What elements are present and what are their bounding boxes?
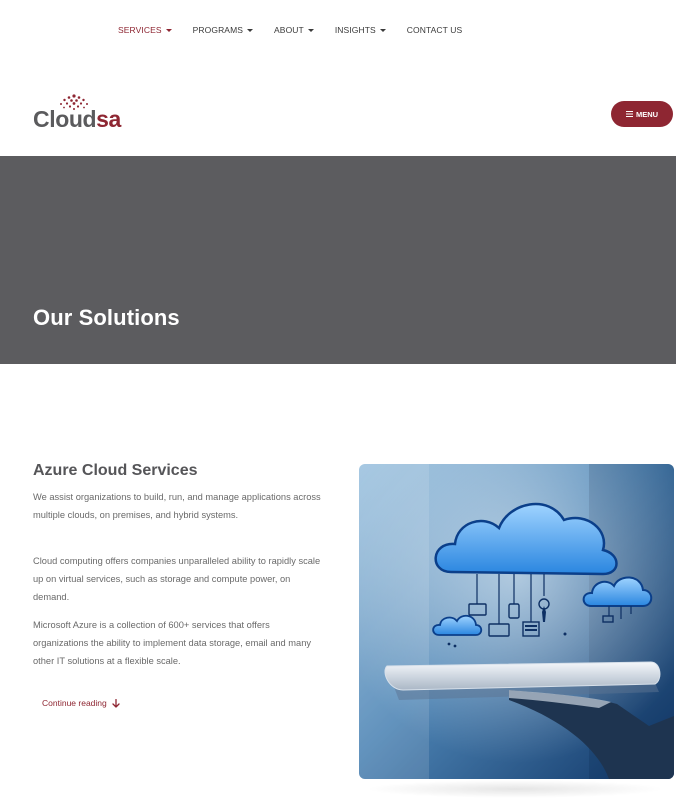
continue-reading-link[interactable]: Continue reading [42,698,120,708]
page-title: Our Solutions [33,305,180,330]
logo-wordmark-part1: Cloud [33,106,97,132]
paragraph-azure: Microsoft Azure is a collection of 600+ … [33,620,312,666]
nav-item-label: SERVICES [118,25,162,35]
nav-item-contact-us[interactable]: CONTACT US [407,25,462,35]
menu-button[interactable]: MENU [611,101,673,127]
nav-item-about[interactable]: ABOUT [274,25,314,35]
caret-down-icon [165,28,172,32]
hero-banner: Our Solutions [0,156,676,364]
caret-down-icon [379,28,386,32]
image-shadow [365,780,665,798]
caret-down-icon [307,28,314,32]
cloud-computing-image [359,464,674,779]
nav-item-insights[interactable]: INSIGHTS [335,25,386,35]
menu-button-label: MENU [635,109,659,119]
top-navigation: SERVICES PROGRAMS ABOUT INSIGHTS CONTACT… [118,22,483,38]
logo-wordmark: Cloudsa [33,108,121,131]
logo-dots-icon [60,94,88,110]
nav-item-services[interactable]: SERVICES [118,25,172,35]
site-logo[interactable]: Cloudsa [33,94,133,134]
section-title: Azure Cloud Services [33,462,198,479]
continue-reading-label: Continue reading [42,698,107,708]
nav-item-label: CONTACT US [406,25,463,35]
logo-wordmark-part2: sa [96,106,121,132]
nav-item-label: INSIGHTS [334,25,376,35]
arrow-down-icon [112,698,120,708]
hamburger-icon [625,111,633,117]
nav-item-label: ABOUT [274,25,304,35]
nav-item-label: PROGRAMS [192,25,244,35]
caret-down-icon [247,28,254,32]
nav-item-programs[interactable]: PROGRAMS [192,25,254,35]
paragraph-cloud-computing: Cloud computing offers companies unparal… [33,556,321,602]
paragraph-intro: We assist organizations to build, run, a… [33,492,321,520]
